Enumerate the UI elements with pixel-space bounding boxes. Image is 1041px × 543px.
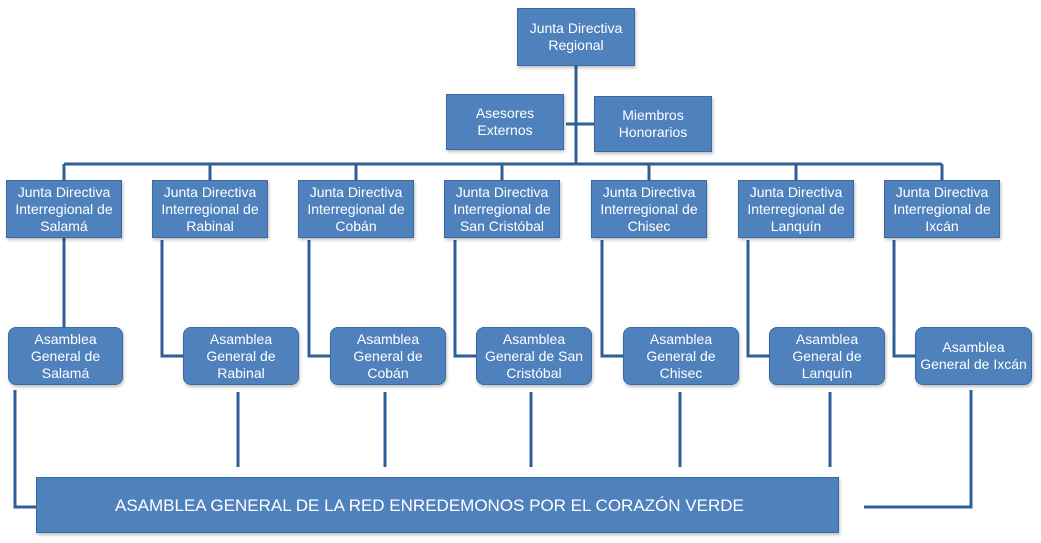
asesores-externos: Asesores Externos <box>446 94 564 150</box>
junta-chisec: Junta Directiva Interregional de Chisec <box>591 180 707 238</box>
asamblea-coban: Asamblea General de Cobán <box>330 327 446 385</box>
junta-san-cristobal: Junta Directiva Interregional de San Cri… <box>444 180 560 238</box>
asamblea-ixcan: Asamblea General de Ixcán <box>915 327 1032 385</box>
asamblea-salama: Asamblea General de Salamá <box>8 327 123 385</box>
junta-lanquin: Junta Directiva Interregional de Lanquín <box>738 180 854 238</box>
asamblea-san-cristobal: Asamblea General de San Cristóbal <box>476 327 592 385</box>
junta-directiva-regional: Junta Directiva Regional <box>517 8 635 66</box>
asamblea-chisec: Asamblea General de Chisec <box>623 327 739 385</box>
miembros-honorarios: Miembros Honorarios <box>594 96 712 152</box>
asamblea-general-red: ASAMBLEA GENERAL DE LA RED ENREDEMONOS P… <box>36 477 839 533</box>
asamblea-rabinal: Asamblea General de Rabinal <box>183 327 299 385</box>
junta-coban: Junta Directiva Interregional de Cobán <box>298 180 414 238</box>
asamblea-lanquin: Asamblea General de Lanquín <box>769 327 885 385</box>
junta-rabinal: Junta Directiva Interregional de Rabinal <box>152 180 268 238</box>
junta-ixcan: Junta Directiva Interregional de Ixcán <box>884 180 1000 238</box>
junta-salama: Junta Directiva Interregional de Salamá <box>6 180 122 238</box>
